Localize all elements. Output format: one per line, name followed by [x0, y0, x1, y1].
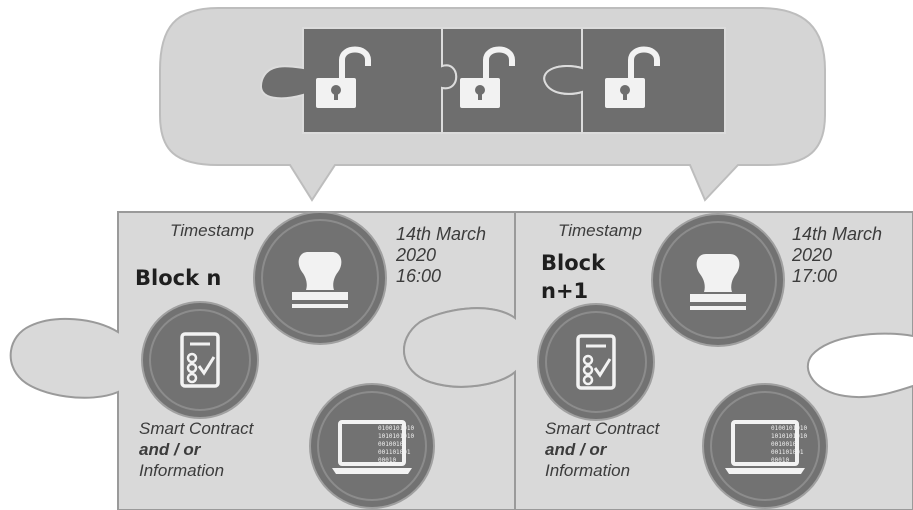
binary-line: 1010101010: [378, 433, 415, 440]
info-line1: Smart Contract: [545, 419, 661, 438]
info-line1: Smart Contract: [139, 419, 255, 438]
binary-line: 0100101010: [771, 425, 808, 432]
binary-line: 00010: [771, 457, 789, 464]
stamp-icon: [253, 211, 387, 345]
block-title: Block n: [135, 266, 221, 290]
block-date-line2: 2020: [395, 245, 436, 265]
info-line3: Information: [139, 461, 224, 480]
binary-line: 001101001: [378, 449, 411, 456]
timestamp-label: Timestamp: [558, 221, 642, 240]
contract-document-icon: [141, 301, 259, 419]
block-time: 16:00: [396, 266, 441, 286]
contract-document-icon: [537, 303, 655, 421]
stamp-icon: [651, 213, 785, 347]
block-date-line2: 2020: [791, 245, 832, 265]
block-date-line1: 14th March: [792, 224, 882, 244]
binary-line: 00010: [378, 457, 396, 464]
block-date-line1: 14th March: [396, 224, 486, 244]
binary-line: 1010101010: [771, 433, 808, 440]
block-time: 17:00: [792, 266, 837, 286]
binary-data: 0100101010 1010101010 0010010 001101001 …: [771, 425, 808, 464]
binary-line: 0100101010: [378, 425, 415, 432]
info-line2: and / or: [139, 440, 202, 459]
block-n-content: Timestamp Block n 14th March 2020 16:00 …: [135, 211, 486, 509]
info-line3: Information: [545, 461, 630, 480]
binary-line: 001101001: [771, 449, 804, 456]
lock-puzzle-chain: [259, 27, 726, 134]
binary-data: 0100101010 1010101010 0010010 001101001 …: [378, 425, 415, 464]
laptop-icon: 0100101010 1010101010 0010010 001101001 …: [309, 383, 435, 509]
block-n1-content: Timestamp Block n+1 14th March 2020 17:0…: [537, 213, 882, 509]
binary-line: 0010010: [378, 441, 404, 448]
info-line2: and / or: [545, 440, 608, 459]
block-title-line2: n+1: [541, 279, 588, 303]
binary-line: 0010010: [771, 441, 797, 448]
timestamp-label: Timestamp: [170, 221, 254, 240]
laptop-icon: 0100101010 1010101010 0010010 001101001 …: [702, 383, 828, 509]
block-title: Block: [541, 251, 606, 275]
